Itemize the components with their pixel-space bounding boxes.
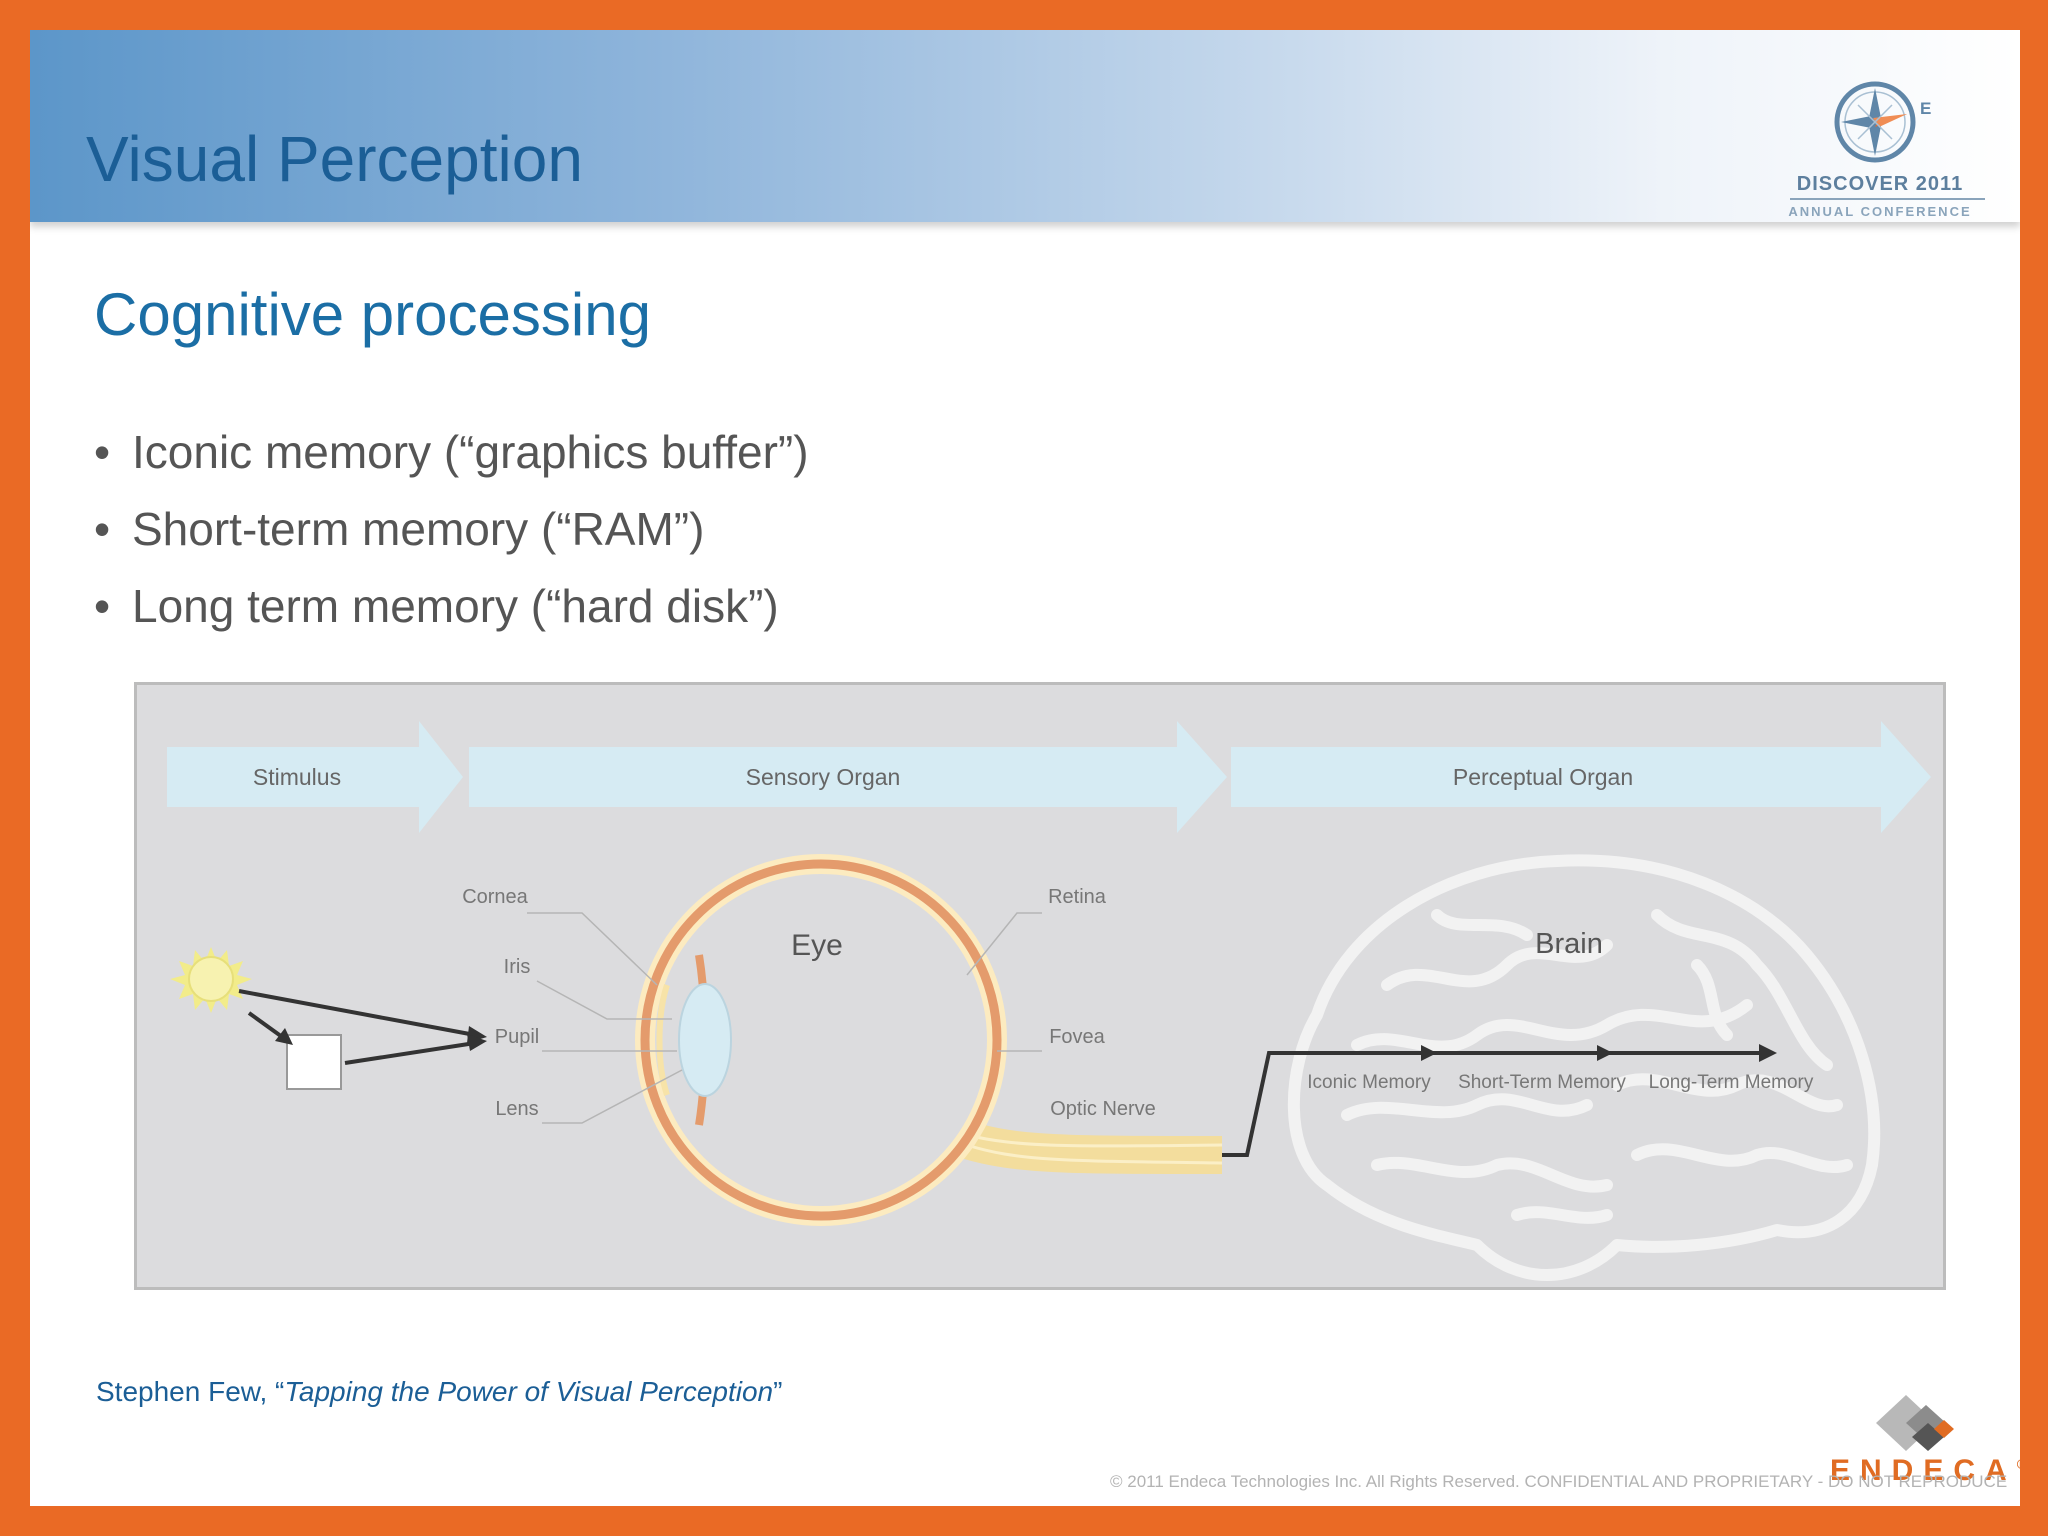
perception-diagram-svg: Stimulus Sensory Organ Perceptual Organ: [167, 721, 1931, 1281]
optic-nerve-fiber: [966, 1143, 1223, 1165]
bullet-text: Short-term memory (“RAM”): [132, 503, 705, 555]
logo-rule: [1790, 198, 1985, 200]
slide-title: Visual Perception: [86, 123, 583, 195]
light-ray: [344, 1041, 476, 1065]
bullet-list: • Iconic memory (“graphics buffer”) • Shor…: [94, 422, 809, 653]
endeca-brand: ENDECA: [1830, 1454, 2017, 1487]
stage-label: Perceptual Organ: [1453, 764, 1633, 790]
compass-letter: E: [1920, 99, 1931, 118]
bullet-item: • Long term memory (“hard disk”): [94, 576, 809, 653]
leader-line: [527, 912, 658, 986]
leader-line: [536, 980, 672, 1020]
slide-header: Visual Perception E DISCOVER 2011 ANNUAL…: [30, 30, 2020, 222]
bullet-dot: •: [94, 580, 111, 632]
eye-part-label: Lens: [495, 1098, 538, 1120]
memory-arrowhead: [1759, 1044, 1777, 1062]
bullet-dot: •: [94, 426, 111, 478]
sun-icon: [170, 947, 252, 1013]
stage-label: Sensory Organ: [746, 764, 901, 790]
bullet-dot: •: [94, 503, 111, 555]
eye-part-label: Optic Nerve: [1050, 1098, 1156, 1120]
memory-arrowhead: [1597, 1045, 1613, 1061]
memory-pathway: [1222, 1051, 1762, 1157]
ray-arrowhead: [275, 1028, 293, 1045]
object-icon: [286, 1034, 342, 1090]
stage-arrow: [469, 721, 1227, 833]
leader-line: [966, 912, 1042, 976]
caption-author: Stephen Few, “: [96, 1376, 285, 1407]
bullet-text: Iconic memory (“graphics buffer”): [132, 426, 809, 478]
light-ray: [247, 1011, 287, 1041]
optic-nerve: [961, 1121, 1223, 1174]
eye-part-label: Pupil: [495, 1026, 539, 1048]
light-ray: [238, 989, 476, 1037]
memory-label: Short-Term Memory: [1458, 1072, 1626, 1093]
eye-part-label: Fovea: [1049, 1026, 1105, 1048]
caption-work-title: Tapping the Power of Visual Perception: [284, 1376, 774, 1407]
brain-label: Brain: [1535, 928, 1603, 960]
memory-label: Long-Term Memory: [1649, 1072, 1814, 1093]
compass-icon: E: [1834, 81, 1931, 163]
perception-diagram: Stimulus Sensory Organ Perceptual Organ: [134, 682, 1946, 1290]
eyeball: [635, 854, 1007, 1226]
source-caption: Stephen Few, “Tapping the Power of Visua…: [96, 1376, 782, 1408]
stage-arrow: [167, 721, 463, 833]
brain-outline: [1287, 854, 1881, 1281]
endeca-wordmark: ENDECA®: [1830, 1454, 2020, 1488]
registered-mark: ®: [2017, 1456, 2020, 1472]
bullet-text: Long term memory (“hard disk”): [132, 580, 779, 632]
optic-nerve-fiber: [966, 1133, 1223, 1148]
eye-label: Eye: [791, 929, 843, 962]
copyright-notice: © 2011 Endeca Technologies Inc. All Righ…: [1110, 1472, 2008, 1491]
leader-line: [542, 1069, 683, 1124]
logo-line1: DISCOVER 2011: [1796, 173, 1964, 195]
bullet-item: • Short-term memory (“RAM”): [94, 499, 809, 576]
eye-part-label: Iris: [504, 956, 531, 978]
caption-close-quote: ”: [773, 1376, 783, 1407]
memory-arrowhead: [1421, 1045, 1437, 1061]
eye-part-label: Retina: [1048, 886, 1107, 908]
section-subtitle: Cognitive processing: [94, 281, 651, 348]
stage-label: Stimulus: [253, 764, 341, 790]
endeca-logo-icon: [1876, 1395, 1954, 1451]
ray-arrowhead: [467, 1034, 487, 1051]
stage-arrow: [1231, 721, 1931, 833]
memory-label: Iconic Memory: [1307, 1072, 1431, 1093]
eye-part-label: Cornea: [462, 886, 528, 908]
slide: Visual Perception E DISCOVER 2011 ANNUAL…: [30, 30, 2020, 1506]
logo-line2: ANNUAL CONFERENCE: [1788, 204, 1972, 219]
discover-logo: E DISCOVER 2011 ANNUAL CONFERENCE: [1760, 48, 2000, 223]
bullet-item: • Iconic memory (“graphics buffer”): [94, 422, 809, 499]
